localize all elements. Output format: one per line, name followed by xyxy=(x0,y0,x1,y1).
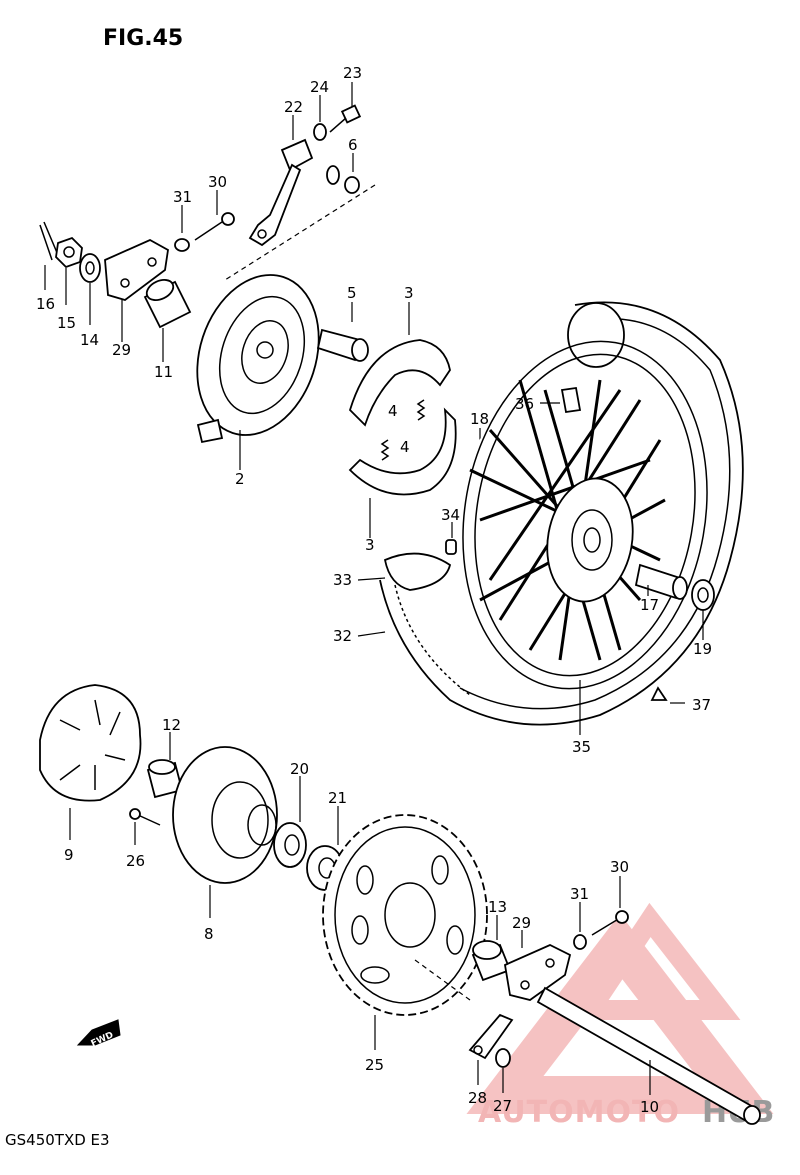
callout-25: 25 xyxy=(365,1056,384,1074)
part-spacer-11 xyxy=(143,279,192,362)
callout-9: 9 xyxy=(64,846,74,864)
part-cotter-pin-16 xyxy=(39,221,59,290)
callout-36: 36 xyxy=(515,395,534,413)
part-bearing-20 xyxy=(273,776,307,868)
callout-14: 14 xyxy=(80,331,99,349)
callout-11: 11 xyxy=(154,363,173,381)
part-valve-36 xyxy=(540,386,582,414)
callout-21: 21 xyxy=(328,789,347,807)
callout-29-top: 29 xyxy=(112,341,131,359)
watermark-logo xyxy=(466,902,774,1114)
part-cush-damper-9 xyxy=(39,684,142,840)
callout-3-bottom: 3 xyxy=(365,536,375,554)
part-spacer-13 xyxy=(471,915,512,982)
callout-4-a: 4 xyxy=(388,402,398,420)
callout-34: 34 xyxy=(441,506,460,524)
part-wheel-hub xyxy=(546,477,634,603)
callout-2: 2 xyxy=(235,470,245,488)
watermark-text-red: AUTOMOTO xyxy=(478,1095,680,1130)
fwd-arrow-icon: FWD xyxy=(76,1019,121,1049)
callout-20: 20 xyxy=(290,760,309,778)
part-brake-shoe-3-lower xyxy=(348,407,457,538)
part-chain-adjuster-29-lower xyxy=(503,930,572,1001)
part-tube-33 xyxy=(357,552,452,591)
part-washer-31-lower xyxy=(573,902,587,950)
callout-31-top: 31 xyxy=(173,188,192,206)
part-sprocket-25 xyxy=(322,814,488,1050)
callout-3-top: 3 xyxy=(404,284,414,302)
part-rim-band-34 xyxy=(445,522,457,555)
callout-8: 8 xyxy=(204,925,214,943)
part-bushing-12 xyxy=(146,732,184,799)
leader-dashed-axle xyxy=(414,959,471,1001)
callout-23: 23 xyxy=(343,64,362,82)
callout-19: 19 xyxy=(693,640,712,658)
part-washer-14 xyxy=(79,253,101,325)
part-sprocket-hub-8 xyxy=(172,746,278,918)
callout-27: 27 xyxy=(493,1097,512,1115)
callout-24: 24 xyxy=(310,78,329,96)
callout-32: 32 xyxy=(333,627,352,645)
part-brake-shoe-3-upper xyxy=(348,302,451,427)
callout-28: 28 xyxy=(468,1089,487,1107)
part-nut-15 xyxy=(55,236,83,305)
part-bolt-26 xyxy=(129,808,161,845)
part-brake-panel-2 xyxy=(196,274,320,470)
callout-18: 18 xyxy=(470,410,489,428)
callout-33: 33 xyxy=(333,571,352,589)
part-bolt-30 xyxy=(194,190,235,241)
callout-30-top: 30 xyxy=(208,173,227,191)
part-bolt-30-lower xyxy=(591,876,629,936)
callout-22: 22 xyxy=(284,98,303,116)
callout-12: 12 xyxy=(162,716,181,734)
figure-title: FIG.45 xyxy=(103,26,183,51)
part-lock-plate-28 xyxy=(468,1013,514,1085)
callout-16: 16 xyxy=(36,295,55,313)
part-bolt-23 xyxy=(329,82,362,133)
model-code: GS450TXD E3 xyxy=(5,1131,110,1149)
callout-37: 37 xyxy=(692,696,711,714)
part-nut-27 xyxy=(495,1048,511,1093)
callout-13: 13 xyxy=(488,898,507,916)
callout-15: 15 xyxy=(57,314,76,332)
part-nut-6 xyxy=(326,153,360,194)
part-axle-10 xyxy=(536,986,761,1125)
callout-30-bottom: 30 xyxy=(610,858,629,876)
leader-32 xyxy=(357,631,386,637)
part-torque-arm-22 xyxy=(248,115,314,247)
part-spacer-17 xyxy=(634,563,688,600)
callout-17: 17 xyxy=(640,596,659,614)
part-wheel-rim-35 xyxy=(462,340,708,690)
part-seal-19 xyxy=(691,579,715,640)
callout-31-bottom: 31 xyxy=(570,885,589,903)
callout-26: 26 xyxy=(126,852,145,870)
part-washer-24 xyxy=(313,95,327,141)
part-chain-adjuster-29 xyxy=(104,238,169,342)
callout-29-bottom: 29 xyxy=(512,914,531,932)
part-washer-31 xyxy=(174,205,190,252)
part-brake-cam-5 xyxy=(316,302,369,362)
callout-5: 5 xyxy=(347,284,357,302)
callout-6: 6 xyxy=(348,136,358,154)
callout-4: 4 xyxy=(400,438,410,456)
part-valve-cap-37 xyxy=(650,686,685,704)
callout-35: 35 xyxy=(572,738,591,756)
callout-10: 10 xyxy=(640,1098,659,1116)
part-spring-4 xyxy=(380,399,426,461)
